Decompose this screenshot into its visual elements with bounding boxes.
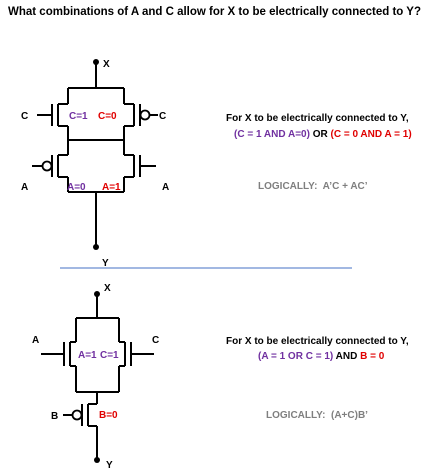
state-c1: C=1 [69,111,88,122]
node-x2-dot [94,291,100,297]
question-text: What combinations of A and C allow for X… [8,6,421,18]
gate-label-c-right: C [159,111,166,122]
node-y2-label: Y [106,460,113,471]
logic-2: LOGICALLY: (A+C)B’ [266,410,368,421]
node-x-dot [93,59,99,65]
node-x2-label: X [104,283,111,294]
pmos-bubble-b [71,409,83,421]
gate-label-a-right: A [162,182,169,193]
state-c0: C=0 [98,111,117,122]
explain-1-line1: For X to be electrically connected to Y, [226,113,409,124]
gate-label-a-left: A [21,182,28,193]
circuit-2 [41,294,154,460]
state-c1-c2: C=1 [100,350,119,361]
pmos-bubble-a [41,160,53,172]
condition-purple: (C = 1 AND A=0) [234,129,310,140]
node-y-dot [93,244,99,250]
explain-2-line1: For X to be electrically connected to Y, [226,336,409,347]
gate-label-b: B [51,411,58,422]
explain-1-line2: (C = 1 AND A=0) OR (C = 0 AND A = 1) [234,129,412,140]
gate-label-a2: A [32,335,39,346]
logic-1: LOGICALLY: A’C + AC’ [258,181,368,192]
condition2-red: B = 0 [360,351,385,362]
condition-or: OR [310,129,331,140]
gate-label-c-left: C [21,111,28,122]
pmos-bubble-c [139,109,151,121]
node-y2-dot [94,457,100,463]
condition2-and: AND [333,351,360,362]
circuit-1 [32,62,158,246]
condition2-purple: (A = 1 OR C = 1) [258,351,333,362]
state-b0: B=0 [99,410,118,421]
explain-2-line2: (A = 1 OR C = 1) AND B = 0 [258,351,385,362]
state-a1: A=1 [102,182,121,193]
state-a0: A=0 [67,182,86,193]
node-y-label: Y [102,258,109,269]
gate-label-c2: C [152,335,159,346]
node-x-label: X [103,59,110,70]
condition-red: (C = 0 AND A = 1) [331,129,412,140]
state-a1-c2: A=1 [78,350,97,361]
